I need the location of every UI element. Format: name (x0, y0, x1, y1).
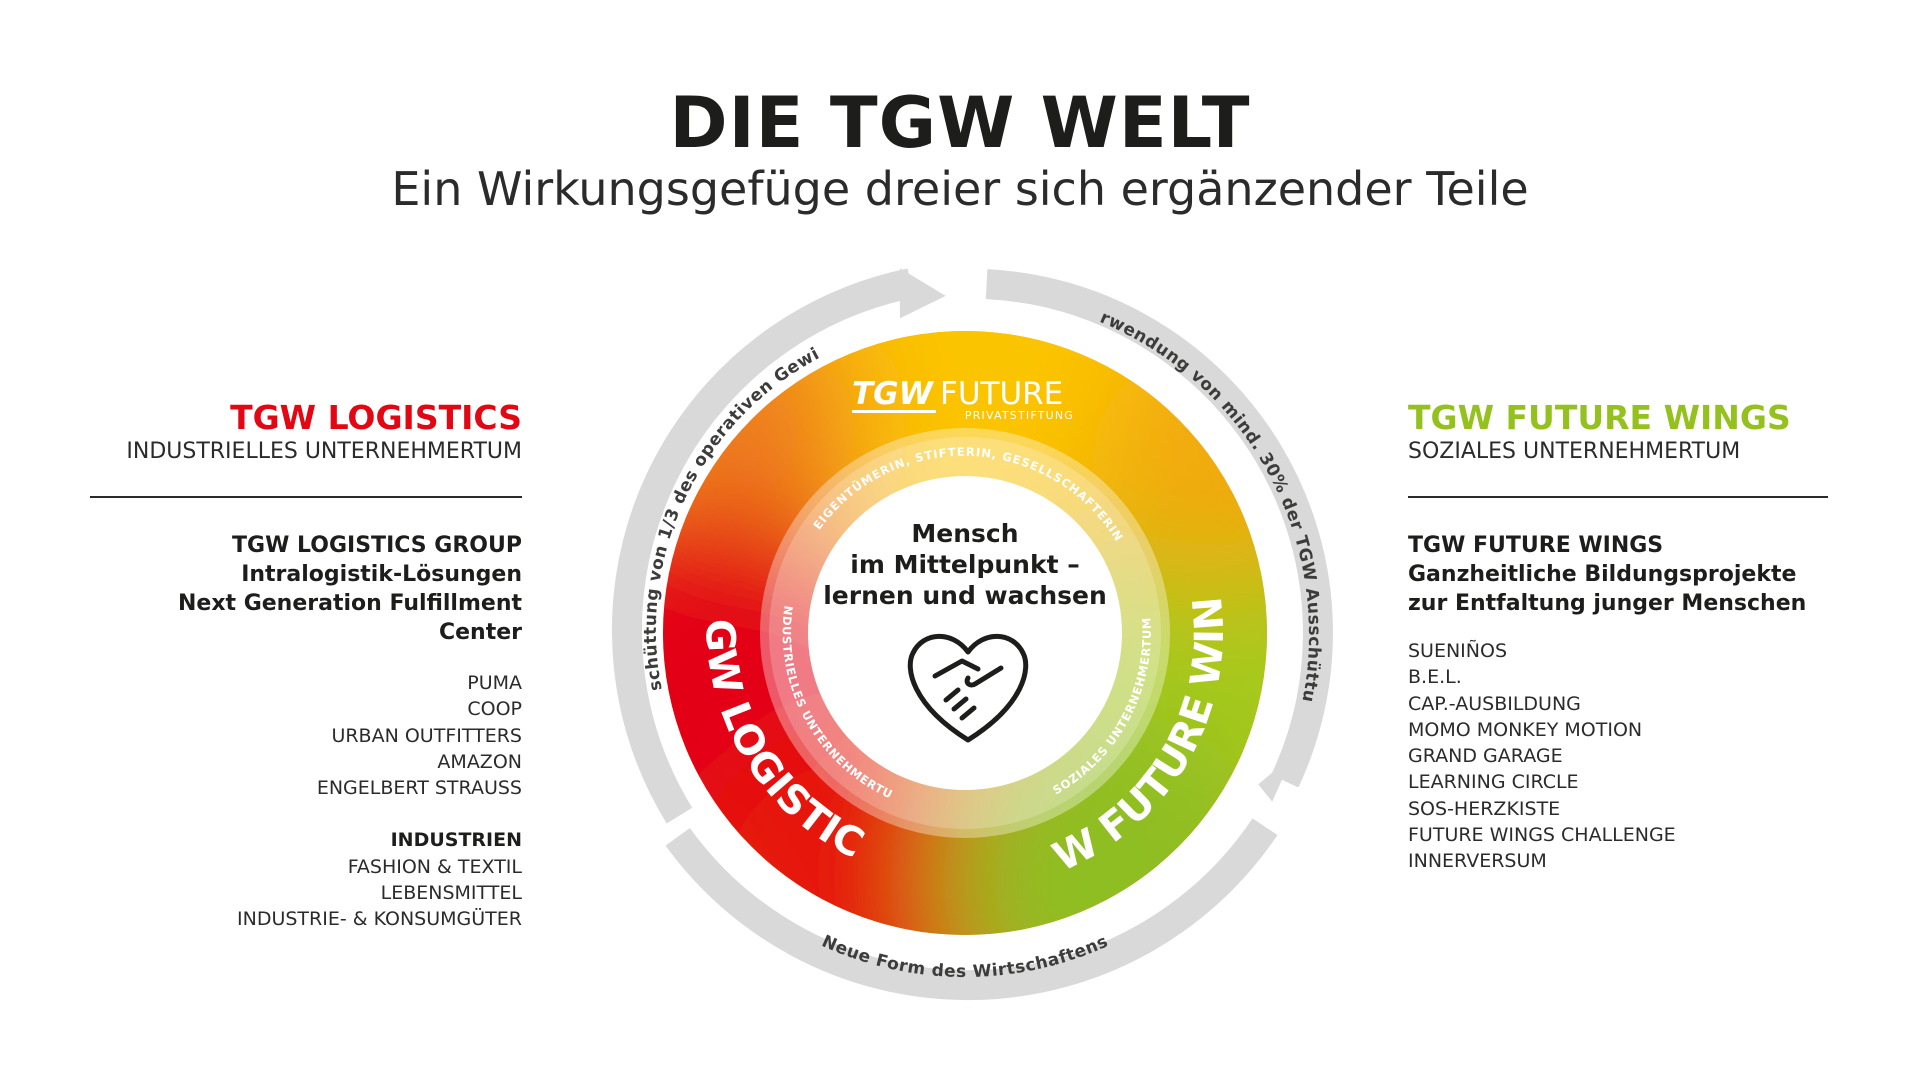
customer-item: ENGELBERT STRAUSS (316, 777, 522, 800)
logistics-group-line: Next Generation Fulfillment Center (178, 591, 522, 645)
arrow-right-arc (985, 269, 1333, 788)
project-item: CAP.-AUSBILDUNG (1408, 692, 1581, 715)
future-wings-column: TGW FUTURE WINGS SOZIALES UNTERNEHMERTUM… (1408, 398, 1828, 875)
future-wings-group-block: TGW FUTURE WINGS Ganzheitliche Bildungsp… (1408, 531, 1828, 618)
logo-tgw: TGW (852, 376, 935, 412)
logo-sub: PRIVATSTIFTUNG (965, 409, 1074, 422)
page-subtitle: Ein Wirkungsgefüge dreier sich ergänzend… (391, 162, 1529, 216)
center-line-2: im Mittelpunkt – (850, 550, 1079, 579)
arrow-left-arc (611, 268, 914, 824)
center-disc (808, 476, 1122, 790)
tgw-future-logo: TGW FUTURE PRIVATSTIFTUNG (852, 376, 1074, 422)
customer-item: COOP (467, 698, 522, 721)
future-wings-group-line: zur Entfaltung junger Menschen (1408, 591, 1807, 616)
future-wings-group-line: Ganzheitliche Bildungsprojekte (1408, 562, 1797, 587)
project-list: SUENIÑOS B.E.L. CAP.-AUSBILDUNG MOMO MON… (1408, 638, 1828, 875)
center-line-1: Mensch (911, 519, 1018, 548)
center-line-3: lernen und wachsen (823, 581, 1107, 610)
industries-list: INDUSTRIEN FASHION & TEXTIL LEBENSMITTEL… (90, 827, 522, 932)
logistics-heading: TGW LOGISTICS (230, 398, 522, 437)
project-item: INNERVERSUM (1408, 850, 1547, 873)
arrow-left-head (899, 268, 946, 319)
future-wings-heading: TGW FUTURE WINGS (1408, 398, 1791, 437)
customer-item: AMAZON (437, 750, 522, 773)
logistics-group-line: Intralogistik-Lösungen (241, 562, 522, 587)
logo-future: FUTURE (940, 376, 1063, 412)
project-item: SOS-HERZKISTE (1408, 797, 1561, 820)
project-item: SUENIÑOS (1408, 640, 1508, 662)
logistics-column: TGW LOGISTICS INDUSTRIELLES UNTERNEHMERT… (90, 398, 522, 933)
future-wings-divider (1408, 496, 1828, 498)
arrow-bottom-arc (665, 818, 1278, 1001)
page-title: DIE TGW WELT (669, 82, 1251, 164)
industry-item: LEBENSMITTEL (380, 882, 522, 905)
customer-item: PUMA (467, 672, 522, 694)
arrow-right-head (1258, 755, 1293, 802)
project-item: B.E.L. (1408, 666, 1462, 689)
future-wings-group-line: TGW FUTURE WINGS (1408, 533, 1664, 558)
logistics-tagline: INDUSTRIELLES UNTERNEHMERTUM (126, 439, 522, 464)
industries-title: INDUSTRIEN (390, 829, 522, 852)
logistics-group-block: TGW LOGISTICS GROUP Intralogistik-Lösung… (90, 531, 522, 647)
customer-item: URBAN OUTFITTERS (331, 724, 522, 747)
logistics-divider (90, 496, 522, 498)
project-item: LEARNING CIRCLE (1408, 771, 1579, 794)
customer-list: PUMA COOP URBAN OUTFITTERS AMAZON ENGELB… (90, 670, 522, 801)
logo-underline (852, 410, 936, 413)
industry-item: FASHION & TEXTIL (347, 855, 522, 878)
project-item: MOMO MONKEY MOTION (1408, 718, 1643, 741)
heart-handshake-icon (907, 633, 1029, 743)
logistics-group-line: TGW LOGISTICS GROUP (232, 533, 522, 558)
industry-item: INDUSTRIE- & KONSUMGÜTER (237, 908, 522, 931)
project-item: GRAND GARAGE (1408, 745, 1563, 768)
circulation-arrows (611, 268, 1333, 1001)
future-wings-tagline: SOZIALES UNTERNEHMERTUM (1408, 439, 1741, 464)
project-item: FUTURE WINGS CHALLENGE (1408, 824, 1676, 847)
